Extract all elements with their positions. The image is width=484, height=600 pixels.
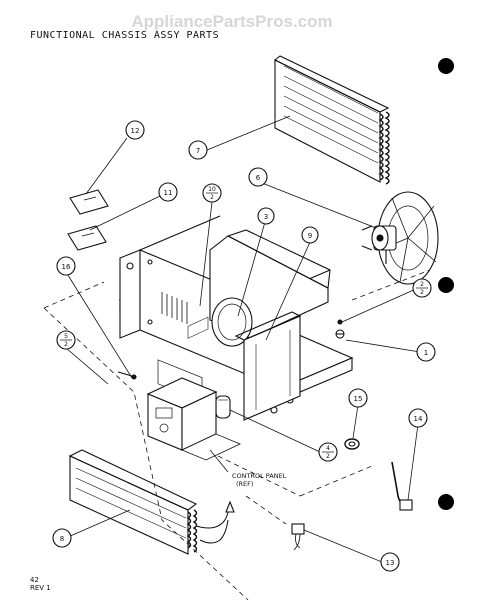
callout-16-label: 16 bbox=[62, 263, 71, 271]
callout-bubbles: 12 11 7 6 3 9 16 1 bbox=[52, 120, 436, 572]
leader-lines bbox=[65, 115, 421, 563]
callout-4-2-num: 4 bbox=[326, 445, 330, 452]
callout-9-label: 9 bbox=[308, 232, 312, 240]
callout-11: 11 bbox=[158, 182, 178, 202]
callout-2-2-num: 2 bbox=[420, 281, 424, 288]
callout-5-2-num: 5 bbox=[64, 333, 68, 340]
binder-holes bbox=[438, 58, 454, 510]
revision-label: REV 1 bbox=[30, 584, 51, 592]
callout-4-2: 4 2 bbox=[318, 442, 338, 462]
callout-4-2-den: 2 bbox=[326, 453, 330, 460]
callout-10-2-den: 2 bbox=[210, 194, 214, 201]
control-box-part bbox=[146, 316, 241, 461]
callout-10-2-num: 10 bbox=[208, 186, 216, 193]
callout-9: 9 bbox=[301, 226, 319, 244]
partition-panel bbox=[234, 311, 302, 421]
watermark-text: AppliancePartsPros.com bbox=[131, 12, 332, 31]
callout-2-2: 2 2 bbox=[412, 278, 432, 298]
condenser-coil-part bbox=[273, 55, 390, 185]
callout-1: 1 bbox=[416, 342, 436, 362]
callout-7: 7 bbox=[188, 140, 208, 160]
callout-5-2: 5 2 bbox=[56, 330, 76, 350]
screw-parts bbox=[117, 319, 345, 380]
gasket-ring-part bbox=[344, 438, 360, 450]
page-number: 42 bbox=[30, 576, 39, 584]
callout-11-label: 11 bbox=[164, 189, 173, 197]
binder-hole-top bbox=[438, 58, 454, 74]
insulation-pads-part bbox=[67, 189, 109, 251]
callout-7-label: 7 bbox=[196, 147, 200, 155]
diagram-title: FUNCTIONAL CHASSIS ASSY PARTS bbox=[30, 30, 219, 41]
control-panel-label: CONTROL PANEL (REF) bbox=[232, 472, 287, 488]
callout-6-label: 6 bbox=[256, 174, 261, 182]
control-panel-label-line2: (REF) bbox=[236, 480, 253, 488]
callout-10-2: 10 2 bbox=[202, 183, 222, 203]
control-panel-label-line1: CONTROL PANEL bbox=[232, 472, 287, 480]
callout-16: 16 bbox=[56, 256, 76, 276]
callout-5-2-den: 2 bbox=[64, 341, 68, 348]
page-reference: 42 REV 1 bbox=[30, 576, 51, 592]
callout-8: 8 bbox=[52, 528, 72, 548]
fan-motor-part bbox=[361, 191, 439, 285]
callout-15: 15 bbox=[348, 388, 368, 408]
dashed-outline bbox=[43, 269, 431, 600]
callout-14: 14 bbox=[408, 408, 428, 428]
binder-hole-middle bbox=[438, 277, 454, 293]
callout-3-label: 3 bbox=[264, 213, 268, 221]
callout-1-label: 1 bbox=[424, 349, 428, 357]
callout-12: 12 bbox=[125, 120, 145, 140]
callout-15-label: 15 bbox=[354, 395, 363, 403]
binder-hole-bottom bbox=[438, 494, 454, 510]
evaporator-coil-part bbox=[68, 449, 235, 555]
capacitor-part bbox=[215, 395, 231, 419]
callout-2-2-den: 2 bbox=[420, 289, 424, 296]
callout-13-label: 13 bbox=[386, 559, 395, 567]
thermostat-part bbox=[291, 523, 305, 551]
callout-12-label: 12 bbox=[131, 127, 140, 135]
callout-14-label: 14 bbox=[414, 415, 423, 423]
fraction-callouts: 10 2 5 2 2 2 4 2 bbox=[56, 183, 432, 462]
callout-8-label: 8 bbox=[60, 535, 64, 543]
power-cord-part bbox=[391, 461, 413, 511]
callout-13: 13 bbox=[380, 552, 400, 572]
callout-3: 3 bbox=[257, 207, 275, 225]
callout-6: 6 bbox=[248, 167, 268, 187]
